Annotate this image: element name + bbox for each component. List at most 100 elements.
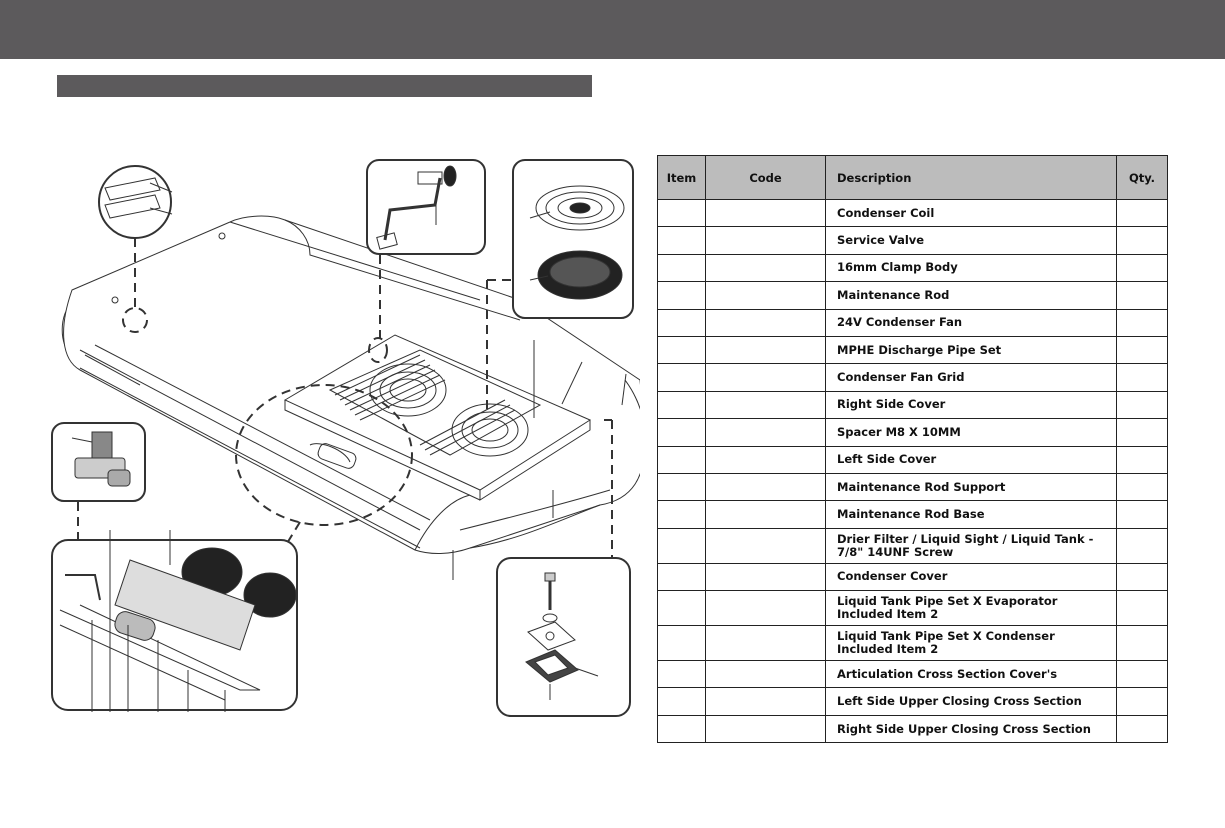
table-row: Condenser Fan Grid <box>657 363 1168 392</box>
cell-qty <box>1116 500 1168 529</box>
cell-item <box>657 335 706 365</box>
cell-item <box>657 527 706 564</box>
cell-description: Condenser Fan Grid <box>825 363 1117 392</box>
exploded-parts-diagram <box>51 159 640 717</box>
description-text: Articulation Cross Section Cover's <box>837 666 1058 681</box>
description-text: Condenser Fan Grid <box>837 370 965 385</box>
cell-item <box>657 660 706 689</box>
detail-fan-grid <box>512 159 634 319</box>
cell-qty <box>1116 418 1168 447</box>
cell-code <box>705 418 826 447</box>
cell-code <box>705 308 826 337</box>
cell-item <box>657 390 706 420</box>
cell-qty <box>1116 660 1168 689</box>
cell-code <box>705 527 826 564</box>
cell-description: Left Side Cover <box>825 445 1117 474</box>
cell-code <box>705 687 826 716</box>
table-row: Articulation Cross Section Cover's <box>657 660 1168 689</box>
cell-qty <box>1116 445 1168 474</box>
cell-item <box>657 363 706 392</box>
table-row: 24V Condenser Fan <box>657 308 1168 337</box>
table-row: Left Side Cover <box>657 445 1168 474</box>
table-row: Maintenance Rod <box>657 281 1168 310</box>
cell-item <box>657 590 706 627</box>
cell-qty <box>1116 281 1168 310</box>
cell-code <box>705 335 826 365</box>
cell-description: Condenser Coil <box>825 198 1117 228</box>
cell-code <box>705 472 826 502</box>
cell-description: Maintenance Rod Base <box>825 500 1117 529</box>
cell-qty <box>1116 472 1168 502</box>
cell-qty <box>1116 390 1168 420</box>
cell-description: Spacer M8 X 10MM <box>825 418 1117 447</box>
table-row: Right Side Upper Closing Cross Section <box>657 714 1168 744</box>
description-text: Service Valve <box>837 233 925 248</box>
description-text: 24V Condenser Fan <box>837 315 963 330</box>
cell-item <box>657 308 706 337</box>
cell-description: Right Side Upper Closing Cross Section <box>825 714 1117 744</box>
description-text: MPHE Discharge Pipe Set <box>837 342 1002 357</box>
cell-description: Articulation Cross Section Cover's <box>825 660 1117 689</box>
description-text: Liquid Tank Pipe Set X Evaporator Includ… <box>837 594 1058 622</box>
cell-code <box>705 500 826 529</box>
cell-qty <box>1116 527 1168 564</box>
description-text: Liquid Tank Pipe Set X Condenser Include… <box>837 629 1055 657</box>
cell-code <box>705 281 826 310</box>
section-title-bar <box>57 75 592 97</box>
cell-qty <box>1116 363 1168 392</box>
cell-qty <box>1116 253 1168 283</box>
cell-qty <box>1116 198 1168 228</box>
column-header-item: Item <box>657 155 706 200</box>
cell-description: 24V Condenser Fan <box>825 308 1117 337</box>
cell-qty <box>1116 226 1168 255</box>
table-row: Drier Filter / Liquid Sight / Liquid Tan… <box>657 527 1168 564</box>
cell-description: Left Side Upper Closing Cross Section <box>825 687 1117 716</box>
cell-description: 16mm Clamp Body <box>825 253 1117 283</box>
description-text: Left Side Upper Closing Cross Section <box>837 694 1082 709</box>
description-text: Maintenance Rod Support <box>837 479 1006 494</box>
cell-qty <box>1116 714 1168 744</box>
cell-item <box>657 198 706 228</box>
cell-code <box>705 198 826 228</box>
table-row: MPHE Discharge Pipe Set <box>657 335 1168 365</box>
cell-code <box>705 390 826 420</box>
table-row: Liquid Tank Pipe Set X Condenser Include… <box>657 625 1168 662</box>
cell-description: Liquid Tank Pipe Set X Evaporator Includ… <box>825 590 1117 627</box>
description-text: Spacer M8 X 10MM <box>837 424 961 439</box>
cell-code <box>705 562 826 592</box>
detail-condenser-closeup <box>51 530 298 712</box>
detail-rails <box>98 165 173 239</box>
cell-code <box>705 590 826 627</box>
description-text: Drier Filter / Liquid Sight / Liquid Tan… <box>837 531 1094 559</box>
description-text: Right Side Upper Closing Cross Section <box>837 721 1091 736</box>
cell-item <box>657 472 706 502</box>
cell-description: MPHE Discharge Pipe Set <box>825 335 1117 365</box>
column-header-qty: Qty. <box>1116 155 1168 200</box>
table-row: Right Side Cover <box>657 390 1168 420</box>
cell-code <box>705 660 826 689</box>
cell-item <box>657 500 706 529</box>
description-text: Maintenance Rod Base <box>837 506 985 521</box>
cell-qty <box>1116 562 1168 592</box>
description-text: 16mm Clamp Body <box>837 260 958 275</box>
cell-code <box>705 226 826 255</box>
cell-code <box>705 625 826 662</box>
dashed-callouts <box>77 238 613 559</box>
cell-item <box>657 418 706 447</box>
cell-code <box>705 363 826 392</box>
table-row: Maintenance Rod Support <box>657 472 1168 502</box>
description-text: Condenser Cover <box>837 569 948 584</box>
cell-description: Right Side Cover <box>825 390 1117 420</box>
cell-qty <box>1116 687 1168 716</box>
description-text: Right Side Cover <box>837 397 946 412</box>
description-text: Condenser Coil <box>837 205 935 220</box>
table-row: Liquid Tank Pipe Set X Evaporator Includ… <box>657 590 1168 627</box>
table-row: Maintenance Rod Base <box>657 500 1168 529</box>
condenser-module <box>283 334 592 501</box>
cell-code <box>705 714 826 744</box>
cell-item <box>657 687 706 716</box>
cell-qty <box>1116 335 1168 365</box>
description-text: Maintenance Rod <box>837 287 950 302</box>
cell-qty <box>1116 625 1168 662</box>
cell-code <box>705 253 826 283</box>
